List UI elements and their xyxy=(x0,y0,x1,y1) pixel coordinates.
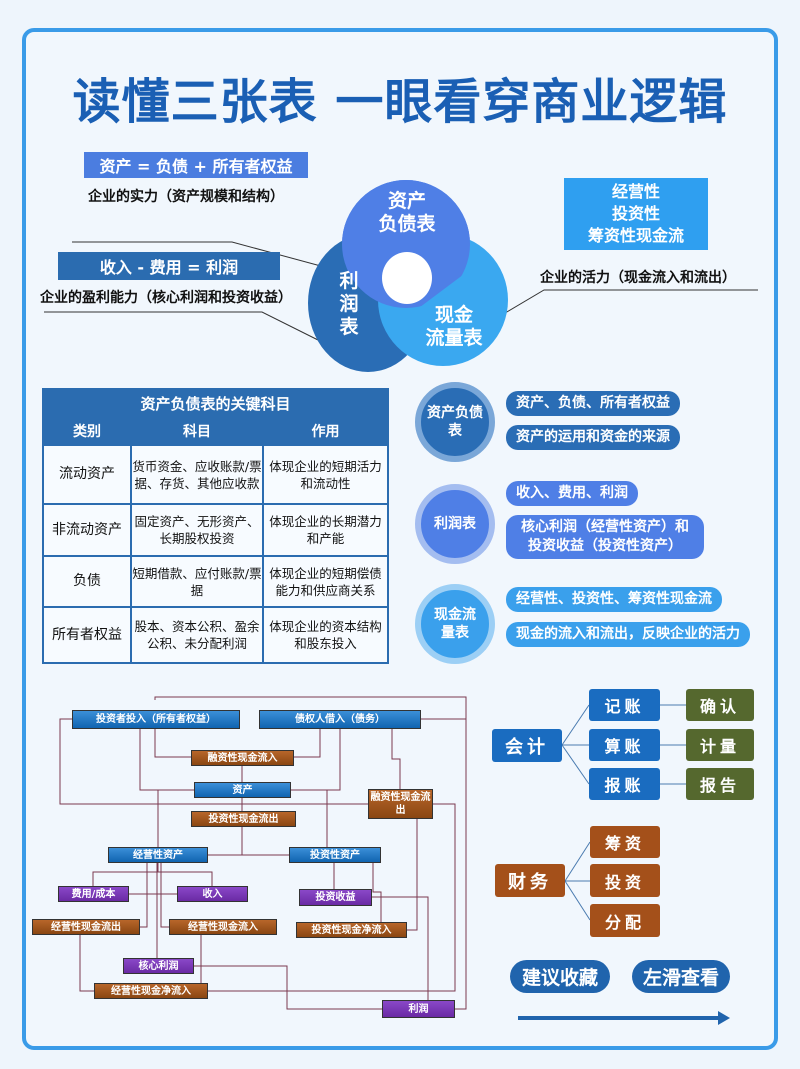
summary-pill: 资产的运用和资金的来源 xyxy=(506,425,680,450)
venn-center xyxy=(382,252,432,304)
table-row: 非流动资产固定资产、无形资产、长期股权投资体现企业的长期潜力和产能 xyxy=(42,503,389,557)
summary-pill: 核心利润（经营性资产）和投资收益（投资性资产） xyxy=(506,515,704,559)
accounting-mid: 算账 xyxy=(589,729,660,761)
balance-sheet-table: 资产负债表的关键科目 类别科目作用 流动资产货币资金、应收账款/票据、存货、其他… xyxy=(42,388,389,664)
flow-op-out: 经营性现金流出 xyxy=(32,919,140,935)
summary-circle-balance: 资产负债表 xyxy=(415,382,495,462)
flow-op-assets: 经营性资产 xyxy=(108,847,208,863)
flow-inv-income: 投资收益 xyxy=(299,889,372,906)
flow-assets: 资产 xyxy=(194,782,291,798)
summary-circle-income: 利润表 xyxy=(415,484,495,564)
flow-cost: 费用/成本 xyxy=(58,886,129,902)
accounting-mid: 记账 xyxy=(589,689,660,721)
flow-investor: 投资者投入（所有者权益） xyxy=(72,710,240,729)
flow-core-profit: 核心利润 xyxy=(123,958,194,974)
table-header: 类别 xyxy=(42,418,132,446)
venn-income-label: 利润表 xyxy=(339,270,359,338)
income-formula: 收入 - 费用 = 利润 xyxy=(58,252,280,280)
flow-fin-in: 融资性现金流入 xyxy=(191,750,294,766)
cash-types: 经营性投资性筹资性现金流 xyxy=(564,178,708,250)
table-row: 所有者权益股本、资本公积、盈余公积、未分配利润体现企业的资本结构和股东投入 xyxy=(42,606,389,664)
venn-balance-label: 资产负债表 xyxy=(378,190,436,235)
summary-pill: 现金的流入和流出，反映企业的活力 xyxy=(506,622,750,647)
finance-item: 分配 xyxy=(590,904,660,937)
cash-desc: 企业的活力（现金流入和流出） xyxy=(540,270,736,286)
venn-connector-lines xyxy=(44,241,758,341)
accounting-right: 计量 xyxy=(686,729,754,761)
accounting-mid: 报账 xyxy=(589,768,660,800)
table-header: 作用 xyxy=(262,418,389,446)
income-desc: 企业的盈利能力（核心利润和投资收益） xyxy=(40,290,292,306)
flow-op-in: 经营性现金流入 xyxy=(169,919,277,935)
balance-desc: 企业的实力（资产规模和结构） xyxy=(88,189,284,205)
finance-item: 筹资 xyxy=(590,826,660,858)
summary-pill: 收入、费用、利润 xyxy=(506,481,638,506)
table-row: 负债短期借款、应付账款/票据体现企业的短期偿债能力和供应商关系 xyxy=(42,555,389,608)
page-title: 读懂三张表 一眼看穿商业逻辑 xyxy=(72,74,728,130)
accounting-right: 确认 xyxy=(686,689,754,721)
finance-root: 财务 xyxy=(495,864,565,897)
flow-creditor: 债权人借入（债务） xyxy=(259,710,421,729)
flow-profit: 利润 xyxy=(382,1000,455,1018)
balance-formula: 资产 = 负债 + 所有者权益 xyxy=(84,152,308,178)
finance-item: 投资 xyxy=(590,864,660,897)
save-button[interactable]: 建议收藏 xyxy=(510,960,610,993)
flow-inv-assets: 投资性资产 xyxy=(289,847,381,863)
flow-inv-net: 投资性现金净流入 xyxy=(296,922,407,938)
summary-circle-cash: 现金流量表 xyxy=(415,584,495,664)
accounting-right: 报告 xyxy=(686,768,754,800)
table-title: 资产负债表的关键科目 xyxy=(42,388,389,420)
accounting-root: 会计 xyxy=(492,729,562,762)
swipe-button[interactable]: 左滑查看 xyxy=(632,960,730,993)
summary-pill: 资产、负债、所有者权益 xyxy=(506,391,680,416)
flow-revenue: 收入 xyxy=(177,886,248,902)
summary-pill: 经营性、投资性、筹资性现金流 xyxy=(506,587,722,612)
venn-cash-label: 现金流量表 xyxy=(425,304,483,349)
table-header: 科目 xyxy=(130,418,264,446)
flow-op-net: 经营性现金净流入 xyxy=(94,983,208,999)
flow-inv-out: 投资性现金流出 xyxy=(191,811,296,827)
flow-fin-out: 融资性现金流出 xyxy=(368,789,433,819)
table-row: 流动资产货币资金、应收账款/票据、存货、其他应收款体现企业的短期活力和流动性 xyxy=(42,444,389,505)
